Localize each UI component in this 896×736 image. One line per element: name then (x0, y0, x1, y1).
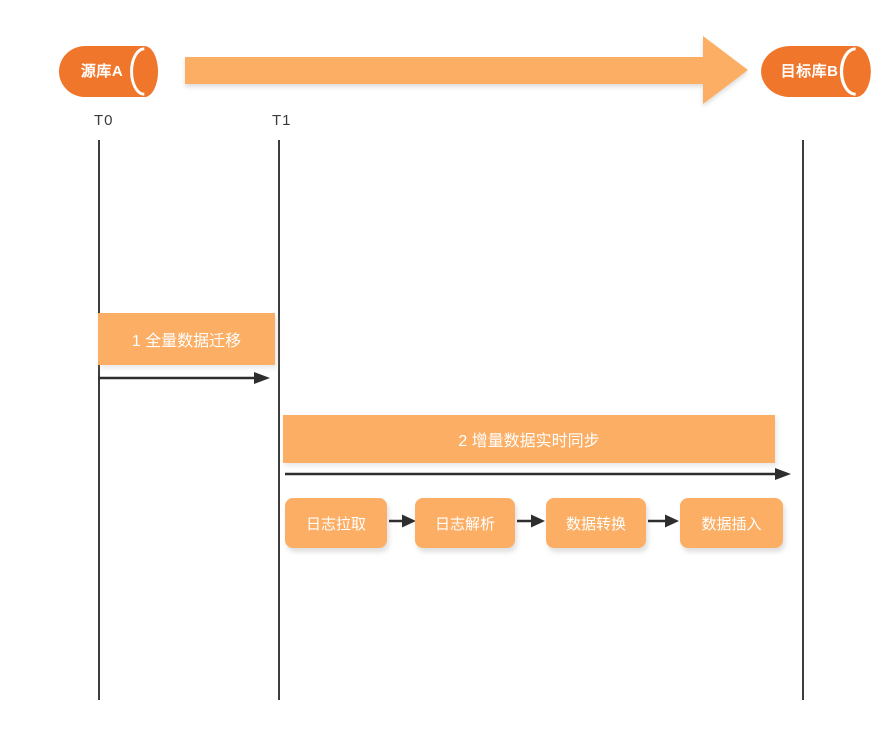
step-data-insert-label: 数据插入 (701, 515, 762, 533)
database-cylinder-icon (761, 45, 871, 98)
database-cylinder-icon (58, 45, 159, 98)
step-arrow-2-icon (517, 514, 545, 528)
phase-incremental-sync-arrow-icon (285, 468, 791, 480)
phase-incremental-sync-box: 2 增量数据实时同步 (283, 415, 775, 463)
source-database: 源库A (58, 45, 160, 98)
phase-full-migration-box: 1 全量数据迁移 (98, 313, 275, 365)
step-data-transform-box: 数据转换 (546, 498, 646, 548)
step-log-pull-label: 日志拉取 (305, 515, 366, 533)
source-database-label: 源库A (80, 63, 124, 80)
target-database-label: 目标库B (780, 63, 839, 80)
step-log-pull-box: 日志拉取 (285, 498, 387, 548)
step-data-insert-box: 数据插入 (680, 498, 783, 548)
migration-direction-arrow-icon (185, 36, 748, 104)
step-log-parse-box: 日志解析 (415, 498, 515, 548)
target-database: 目标库B (760, 45, 873, 98)
timeline-line-end (802, 140, 804, 700)
step-log-parse-label: 日志解析 (434, 515, 495, 533)
phase-full-migration-label: 1 全量数据迁移 (131, 333, 242, 350)
step-arrow-3-icon (648, 514, 679, 528)
phase-full-migration-arrow-icon (98, 372, 270, 384)
phase-incremental-sync-label: 2 增量数据实时同步 (458, 433, 600, 450)
timeline-label-t1: T1 (272, 112, 292, 129)
step-data-transform-label: 数据转换 (565, 515, 626, 533)
timeline-line-t0 (98, 140, 100, 700)
timeline-label-t0: T0 (94, 112, 114, 129)
timeline-line-t1 (278, 140, 280, 700)
step-arrow-1-icon (389, 514, 416, 528)
